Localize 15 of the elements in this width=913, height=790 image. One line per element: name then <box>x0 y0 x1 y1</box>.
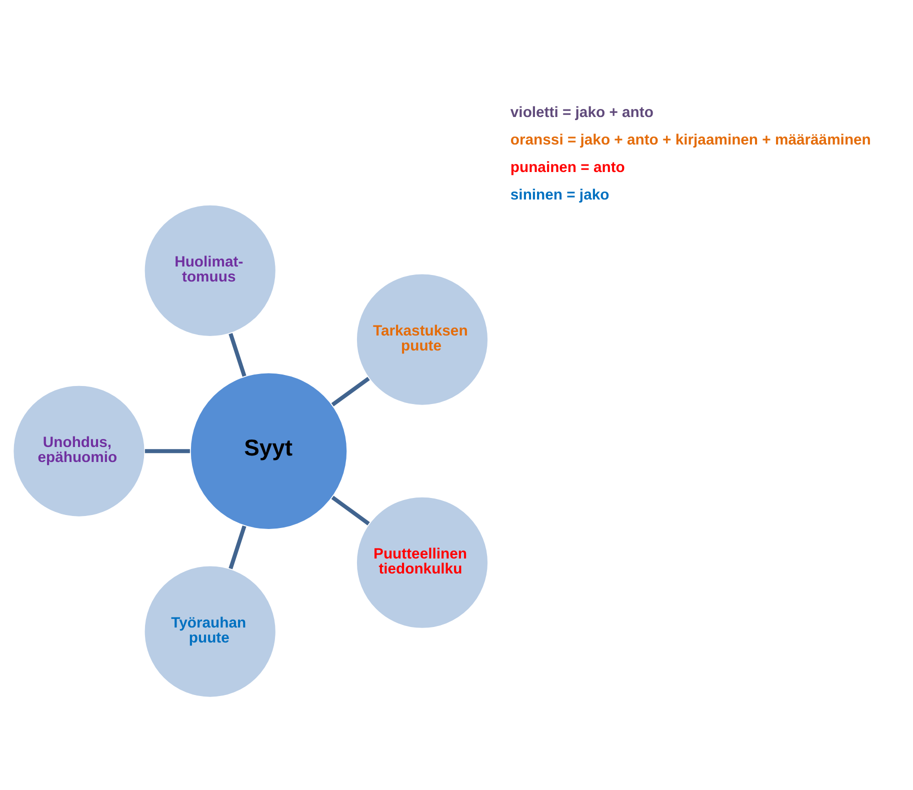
node-circle: Unohdus, epähuomio <box>12 384 146 518</box>
connector <box>228 525 246 570</box>
node-circle: Syyt <box>190 372 348 530</box>
connector <box>228 333 246 377</box>
connector <box>144 449 190 454</box>
legend-label: oranssi = jako + anto + kirjaaminen + määrääminen <box>510 132 871 149</box>
node-circle: Huolimat- tomuus <box>144 204 277 338</box>
connector <box>331 496 370 526</box>
legend-label: sininen = jako <box>510 188 610 204</box>
legend-label: violetti = jako + anto <box>510 105 654 122</box>
node-circle: Tarkastuksen puute <box>356 273 489 406</box>
legend-label: punainen = anto <box>510 160 625 176</box>
node-circle: Puutteellinen tiedonkulku <box>356 496 489 630</box>
connector <box>331 376 370 406</box>
node-circle: Työrauhan puute <box>144 565 277 698</box>
